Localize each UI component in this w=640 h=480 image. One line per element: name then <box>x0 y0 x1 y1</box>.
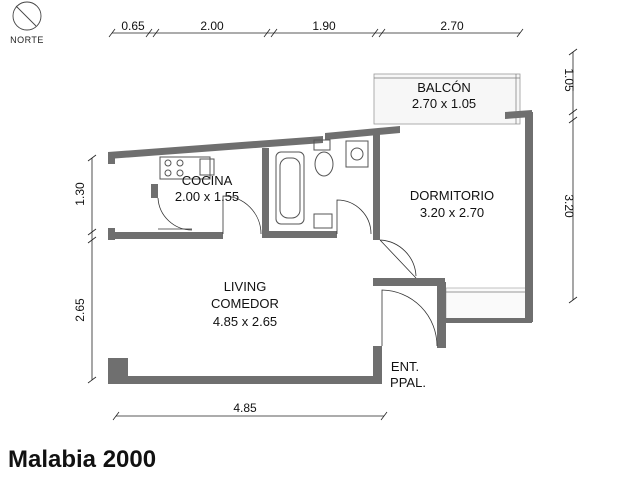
north-compass: NORTE <box>10 1 44 45</box>
entrada-line1: ENT. <box>391 359 419 374</box>
dim-bottom: 4.85 <box>233 401 257 415</box>
living-name-line1: LIVING <box>224 279 267 294</box>
dim-left-2: 2.65 <box>73 298 87 322</box>
dormitorio-size: 3.20 x 2.70 <box>420 205 484 220</box>
plan-title: Malabia 2000 <box>8 446 157 473</box>
cocina-size: 2.00 x 1.55 <box>175 189 239 204</box>
terrace-grid <box>445 287 533 321</box>
bathroom-fixtures <box>275 139 369 229</box>
dimension-top: 0.65 2.00 1.90 2.70 <box>108 19 524 38</box>
dimension-left: 1.30 2.65 <box>73 154 97 384</box>
dim-right-2: 3.20 <box>562 194 576 218</box>
dimension-bottom: 4.85 <box>112 401 388 421</box>
cocina-name: COCINA <box>182 173 233 188</box>
dim-left-1: 1.30 <box>73 182 87 206</box>
dim-top-2: 2.00 <box>200 19 224 33</box>
balcon-name: BALCÓN <box>417 80 470 95</box>
dim-right-1: 1.05 <box>562 68 576 92</box>
room-labels: BALCÓN 2.70 x 1.05 COCINA 2.00 x 1.55 DO… <box>175 80 494 390</box>
dim-top-3: 1.90 <box>312 19 336 33</box>
compass-circle-icon <box>12 1 42 31</box>
living-name-line2: COMEDOR <box>211 296 279 311</box>
north-label: NORTE <box>10 35 44 45</box>
dormitorio-name: DORMITORIO <box>410 188 494 203</box>
living-size: 4.85 x 2.65 <box>213 314 277 329</box>
dim-top-1: 0.65 <box>121 19 145 33</box>
dimension-right: 1.05 3.20 <box>562 48 578 304</box>
balcony <box>373 73 521 125</box>
doors <box>157 195 438 347</box>
kitchen-fixtures <box>159 156 215 180</box>
walls <box>108 110 533 384</box>
balcon-size: 2.70 x 1.05 <box>412 96 476 111</box>
compass-arrow-icon <box>15 5 37 27</box>
entrada-line2: PPAL. <box>390 375 426 390</box>
dim-top-4: 2.70 <box>440 19 464 33</box>
